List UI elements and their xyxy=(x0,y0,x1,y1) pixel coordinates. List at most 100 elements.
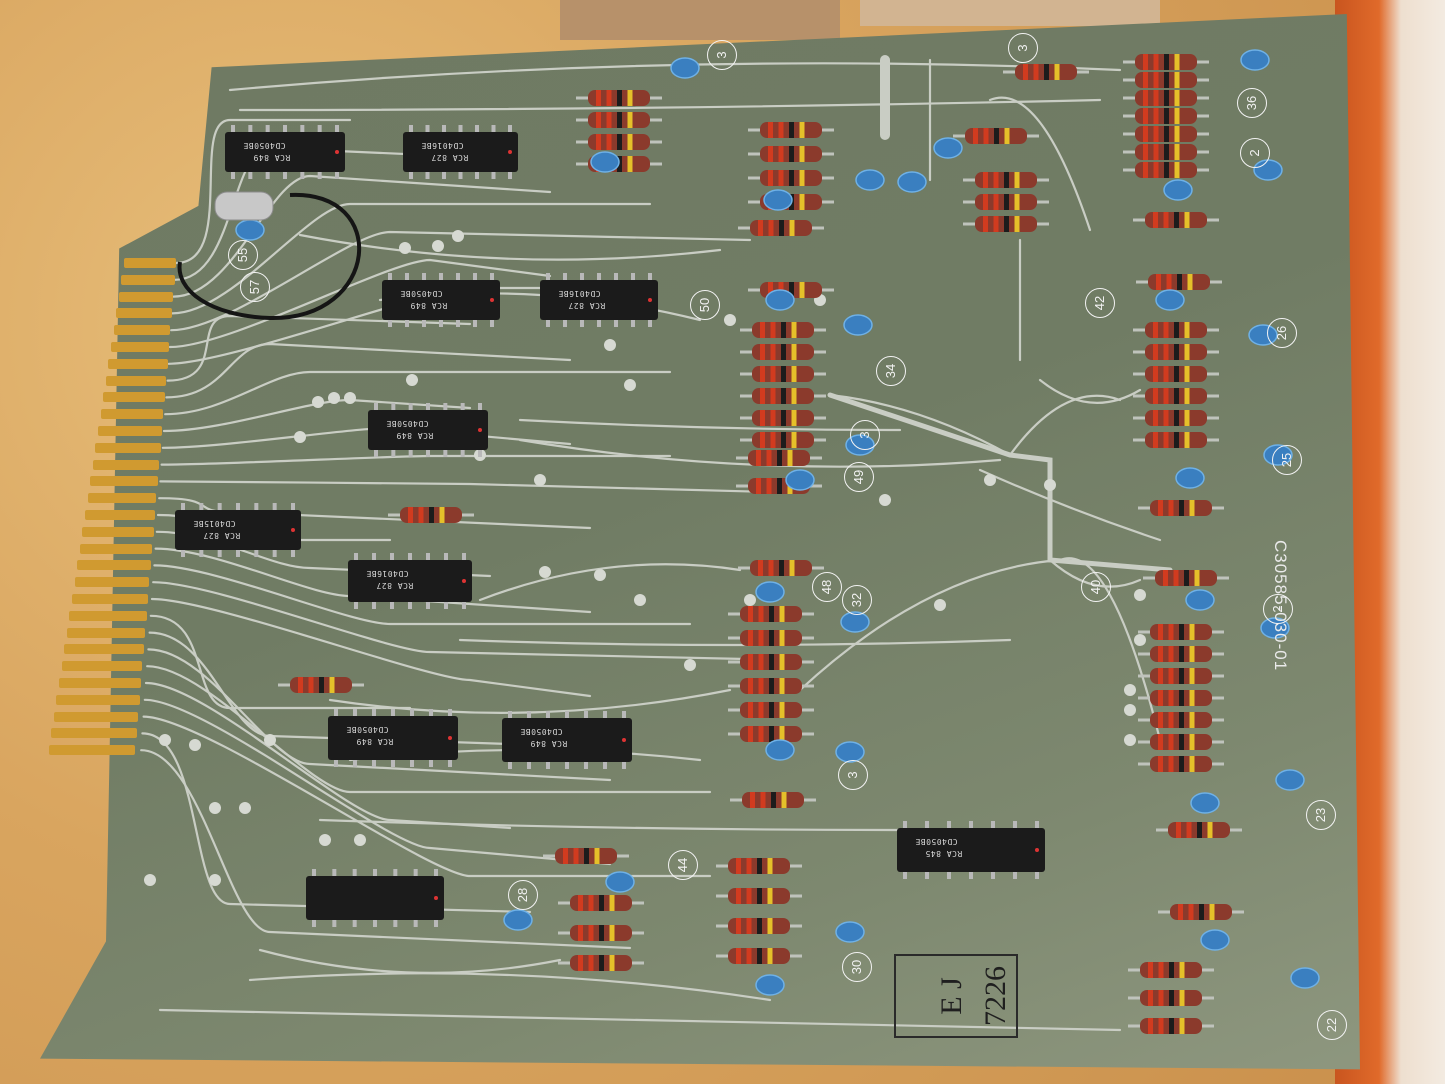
capacitor xyxy=(1263,444,1293,466)
solder-pad xyxy=(1124,734,1136,746)
resistor xyxy=(728,726,814,742)
ic-chip xyxy=(368,403,488,457)
resistor xyxy=(740,366,826,382)
resistor xyxy=(1123,162,1209,178)
chip-maker-code: RCA 845 xyxy=(925,849,963,858)
gold-finger xyxy=(98,426,162,436)
solder-pad xyxy=(319,834,331,846)
test-point-label: 22 xyxy=(1317,1010,1347,1040)
chip-maker-code: RCA 849 xyxy=(356,737,394,746)
capacitor xyxy=(845,434,875,456)
chip-part-number: CD4016BE xyxy=(421,141,464,150)
solder-pad xyxy=(432,240,444,252)
resistor xyxy=(716,888,802,904)
capacitor xyxy=(840,611,870,633)
cardboard-box-light xyxy=(860,0,1160,26)
gold-finger xyxy=(74,577,150,588)
gold-finger xyxy=(82,526,154,537)
resistor xyxy=(730,792,816,808)
trace xyxy=(142,715,712,878)
trace xyxy=(146,665,712,794)
resistor xyxy=(740,388,826,404)
gold-finger xyxy=(72,594,148,604)
solder-pad xyxy=(879,494,891,506)
trace xyxy=(1058,557,1162,742)
test-point-label: 36 xyxy=(1237,88,1267,118)
trace xyxy=(328,688,732,714)
trace xyxy=(166,314,472,382)
trace xyxy=(828,393,1012,457)
chip-part-number: CD4016BE xyxy=(366,569,409,578)
trace xyxy=(150,597,592,698)
resistor xyxy=(1133,410,1219,426)
resistor xyxy=(738,560,824,576)
trace xyxy=(978,468,1162,542)
resistor xyxy=(1133,212,1219,228)
chip-maker-code: RCA 827 xyxy=(376,581,414,590)
gold-finger xyxy=(85,510,155,520)
test-point-label: 50 xyxy=(690,290,720,320)
capacitor xyxy=(503,909,533,931)
chip-maker-code: RCA 849 xyxy=(530,739,568,748)
trace xyxy=(164,370,672,416)
resistor xyxy=(1133,344,1219,360)
gold-finger xyxy=(77,560,151,571)
gold-finger xyxy=(124,258,176,268)
gold-finger xyxy=(118,291,174,302)
trace xyxy=(478,563,742,602)
resistor xyxy=(736,450,822,466)
solder-pad xyxy=(399,242,411,254)
capacitor xyxy=(1200,929,1230,951)
resistor xyxy=(1158,904,1244,920)
resistor xyxy=(748,170,834,186)
solder-pad xyxy=(1044,479,1056,491)
test-point-label: 23 xyxy=(1306,800,1336,830)
capacitor xyxy=(835,741,865,763)
capacitor xyxy=(1275,769,1305,791)
trace xyxy=(149,614,412,710)
resistor xyxy=(1123,72,1209,88)
resistor xyxy=(1138,690,1224,706)
ic-chip xyxy=(348,553,472,609)
gold-finger xyxy=(113,325,171,336)
resistor xyxy=(1133,322,1219,338)
trace xyxy=(160,454,672,466)
chip-part-number: CD4015BE xyxy=(193,519,236,528)
resistor xyxy=(748,122,834,138)
solder-pad xyxy=(239,802,251,814)
solder-pad xyxy=(452,230,464,242)
resistor xyxy=(1143,570,1229,586)
trace xyxy=(152,581,792,662)
inspection-stamp: 7226 E J xyxy=(894,954,1018,1038)
resistor xyxy=(1138,624,1224,640)
capacitor xyxy=(843,314,873,336)
solder-pad xyxy=(159,734,171,746)
resistor xyxy=(1123,108,1209,124)
resistor xyxy=(558,895,644,911)
ic-chip xyxy=(306,869,444,927)
gold-finger xyxy=(66,627,146,638)
resistor xyxy=(1128,962,1214,978)
solder-pad xyxy=(934,599,946,611)
resistor xyxy=(576,112,662,128)
resistor xyxy=(1138,734,1224,750)
chip-maker-code: RCA 849 xyxy=(410,301,448,310)
resistor xyxy=(740,322,826,338)
chip-part-number: CD4050BE xyxy=(915,837,958,846)
gold-finger xyxy=(92,459,160,470)
resistor xyxy=(388,507,474,523)
chip-part-number: CD4050BE xyxy=(386,419,429,428)
trace xyxy=(988,96,1092,232)
resistor xyxy=(558,925,644,941)
solder-pad xyxy=(312,396,324,408)
trace xyxy=(1008,394,1122,457)
test-point-label: 25 xyxy=(1272,445,1302,475)
chip-part-number: CD4050BE xyxy=(346,725,389,734)
gold-finger xyxy=(90,476,158,487)
capacitor xyxy=(1253,159,1283,181)
chip-maker-code: RCA 827 xyxy=(203,531,241,540)
resistor xyxy=(963,216,1049,232)
test-point-label: 32 xyxy=(842,585,872,615)
capacitor xyxy=(1155,289,1185,311)
cardboard-box xyxy=(560,0,840,40)
